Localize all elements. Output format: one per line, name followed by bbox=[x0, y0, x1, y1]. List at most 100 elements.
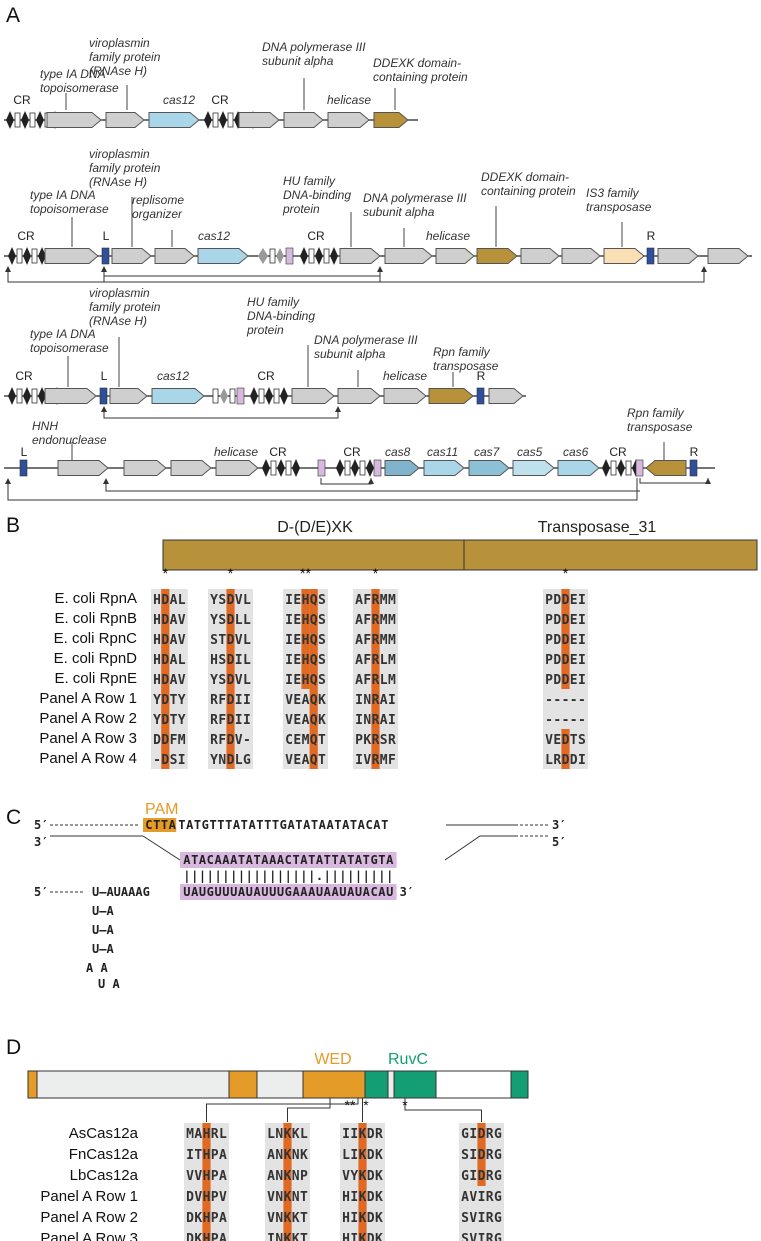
crrna-highlight bbox=[180, 884, 397, 900]
gene-label: HU family bbox=[247, 295, 300, 309]
residue: D bbox=[553, 633, 561, 648]
lilac-marker bbox=[285, 247, 294, 265]
gene-label: cas6 bbox=[563, 445, 589, 459]
alignment-row-name: FnCas12a bbox=[69, 1146, 139, 1163]
gene-hu bbox=[291, 388, 335, 404]
target-base: A bbox=[277, 853, 285, 867]
base-pair: | bbox=[355, 869, 362, 883]
gene-topoisomerase bbox=[46, 112, 102, 128]
residue: T bbox=[170, 693, 178, 708]
residue: Q bbox=[310, 593, 318, 608]
residue: L bbox=[267, 1127, 275, 1142]
residue: K bbox=[359, 1232, 367, 1241]
gene-label: cas12 bbox=[163, 93, 195, 107]
top-strand-base: T bbox=[311, 818, 318, 832]
residue: Q bbox=[310, 653, 318, 668]
residue: R bbox=[486, 1169, 494, 1184]
residue: V bbox=[235, 673, 243, 688]
top-strand-base: A bbox=[186, 818, 194, 832]
residue: T bbox=[218, 633, 226, 648]
gene-topoisomerase bbox=[44, 248, 99, 264]
alignment-row-name: E. coli RpnD bbox=[54, 650, 138, 667]
residue: R bbox=[372, 693, 380, 708]
residue: P bbox=[300, 1169, 308, 1184]
base-pair: | bbox=[230, 869, 237, 883]
residue: A bbox=[302, 753, 310, 768]
residue: C bbox=[285, 733, 293, 748]
conserved-star: * bbox=[163, 565, 169, 581]
gene bbox=[488, 388, 524, 404]
conserved-residue-highlight bbox=[561, 669, 570, 689]
loop-bases: U A bbox=[98, 977, 120, 991]
residue: E bbox=[293, 613, 301, 628]
domain-label: D-(D/E)XK bbox=[277, 519, 353, 536]
residue: A bbox=[219, 1169, 227, 1184]
position-connector bbox=[404, 1098, 482, 1122]
residue: S bbox=[461, 1232, 469, 1241]
conserved-residue-highlight bbox=[561, 729, 570, 749]
gene-dna-polymerase bbox=[384, 248, 433, 264]
base-pair: | bbox=[183, 869, 190, 883]
residue: D bbox=[227, 593, 235, 608]
residue: T bbox=[300, 1190, 308, 1205]
conserved-residue-highlight bbox=[161, 649, 170, 669]
gene-helicase bbox=[383, 388, 427, 404]
residue: V bbox=[194, 1169, 202, 1184]
conserved-residue-highlight bbox=[309, 729, 318, 749]
residue: S bbox=[218, 613, 226, 628]
cr-array-spacer bbox=[344, 460, 351, 476]
gene-label: replisome bbox=[132, 193, 184, 207]
conserved-residue-highlight bbox=[226, 669, 235, 689]
cr-label: CR bbox=[15, 369, 33, 383]
link-line bbox=[7, 478, 638, 501]
crrna-base: A bbox=[300, 885, 308, 899]
residue: - bbox=[545, 713, 553, 728]
residue: F bbox=[218, 733, 226, 748]
residue: K bbox=[284, 1232, 292, 1241]
residue: P bbox=[545, 593, 553, 608]
conserved-residue-highlight bbox=[301, 609, 310, 629]
domain-wed-segment bbox=[228, 1070, 258, 1099]
residue: S bbox=[318, 633, 326, 648]
spacer bbox=[212, 388, 219, 404]
gene-ddexk bbox=[476, 248, 518, 264]
residue: H bbox=[203, 1148, 211, 1163]
top-strand-base: G bbox=[280, 818, 287, 832]
gene bbox=[657, 248, 699, 264]
cr-array-spacer bbox=[258, 388, 265, 404]
residue: M bbox=[178, 733, 186, 748]
link-line bbox=[103, 411, 339, 419]
right-end-label: R bbox=[477, 369, 486, 383]
residue: V bbox=[469, 1232, 477, 1241]
residue: K bbox=[359, 1190, 367, 1205]
link-line bbox=[320, 478, 372, 485]
conserved-residue-highlight bbox=[309, 609, 318, 629]
target-base: A bbox=[269, 853, 277, 867]
residue: I bbox=[285, 653, 293, 668]
residue: I bbox=[235, 693, 243, 708]
target-base: A bbox=[183, 853, 191, 867]
residue: L bbox=[235, 613, 243, 628]
crrna-base: U bbox=[269, 885, 276, 899]
gene-cas12 bbox=[151, 388, 205, 404]
residue: N bbox=[275, 1127, 283, 1142]
crrna-base: A bbox=[253, 885, 261, 899]
alignment-row-name: E. coli RpnC bbox=[54, 630, 138, 647]
residue: R bbox=[210, 693, 218, 708]
stem-pair: U—A bbox=[92, 942, 114, 956]
residue: K bbox=[292, 1127, 300, 1142]
conserved-residue-highlight bbox=[301, 649, 310, 669]
gene-label: topoisomerase bbox=[30, 341, 109, 355]
right-end-marker bbox=[646, 247, 655, 265]
residue: R bbox=[486, 1148, 494, 1163]
residue: P bbox=[211, 1148, 219, 1163]
residue: N bbox=[363, 693, 371, 708]
residue: I bbox=[350, 1127, 358, 1142]
crrna-base: A bbox=[378, 885, 386, 899]
residue: K bbox=[284, 1169, 292, 1184]
target-base: A bbox=[261, 853, 269, 867]
cr-label: CR bbox=[13, 93, 31, 107]
gene-label: DNA-binding bbox=[283, 188, 351, 202]
